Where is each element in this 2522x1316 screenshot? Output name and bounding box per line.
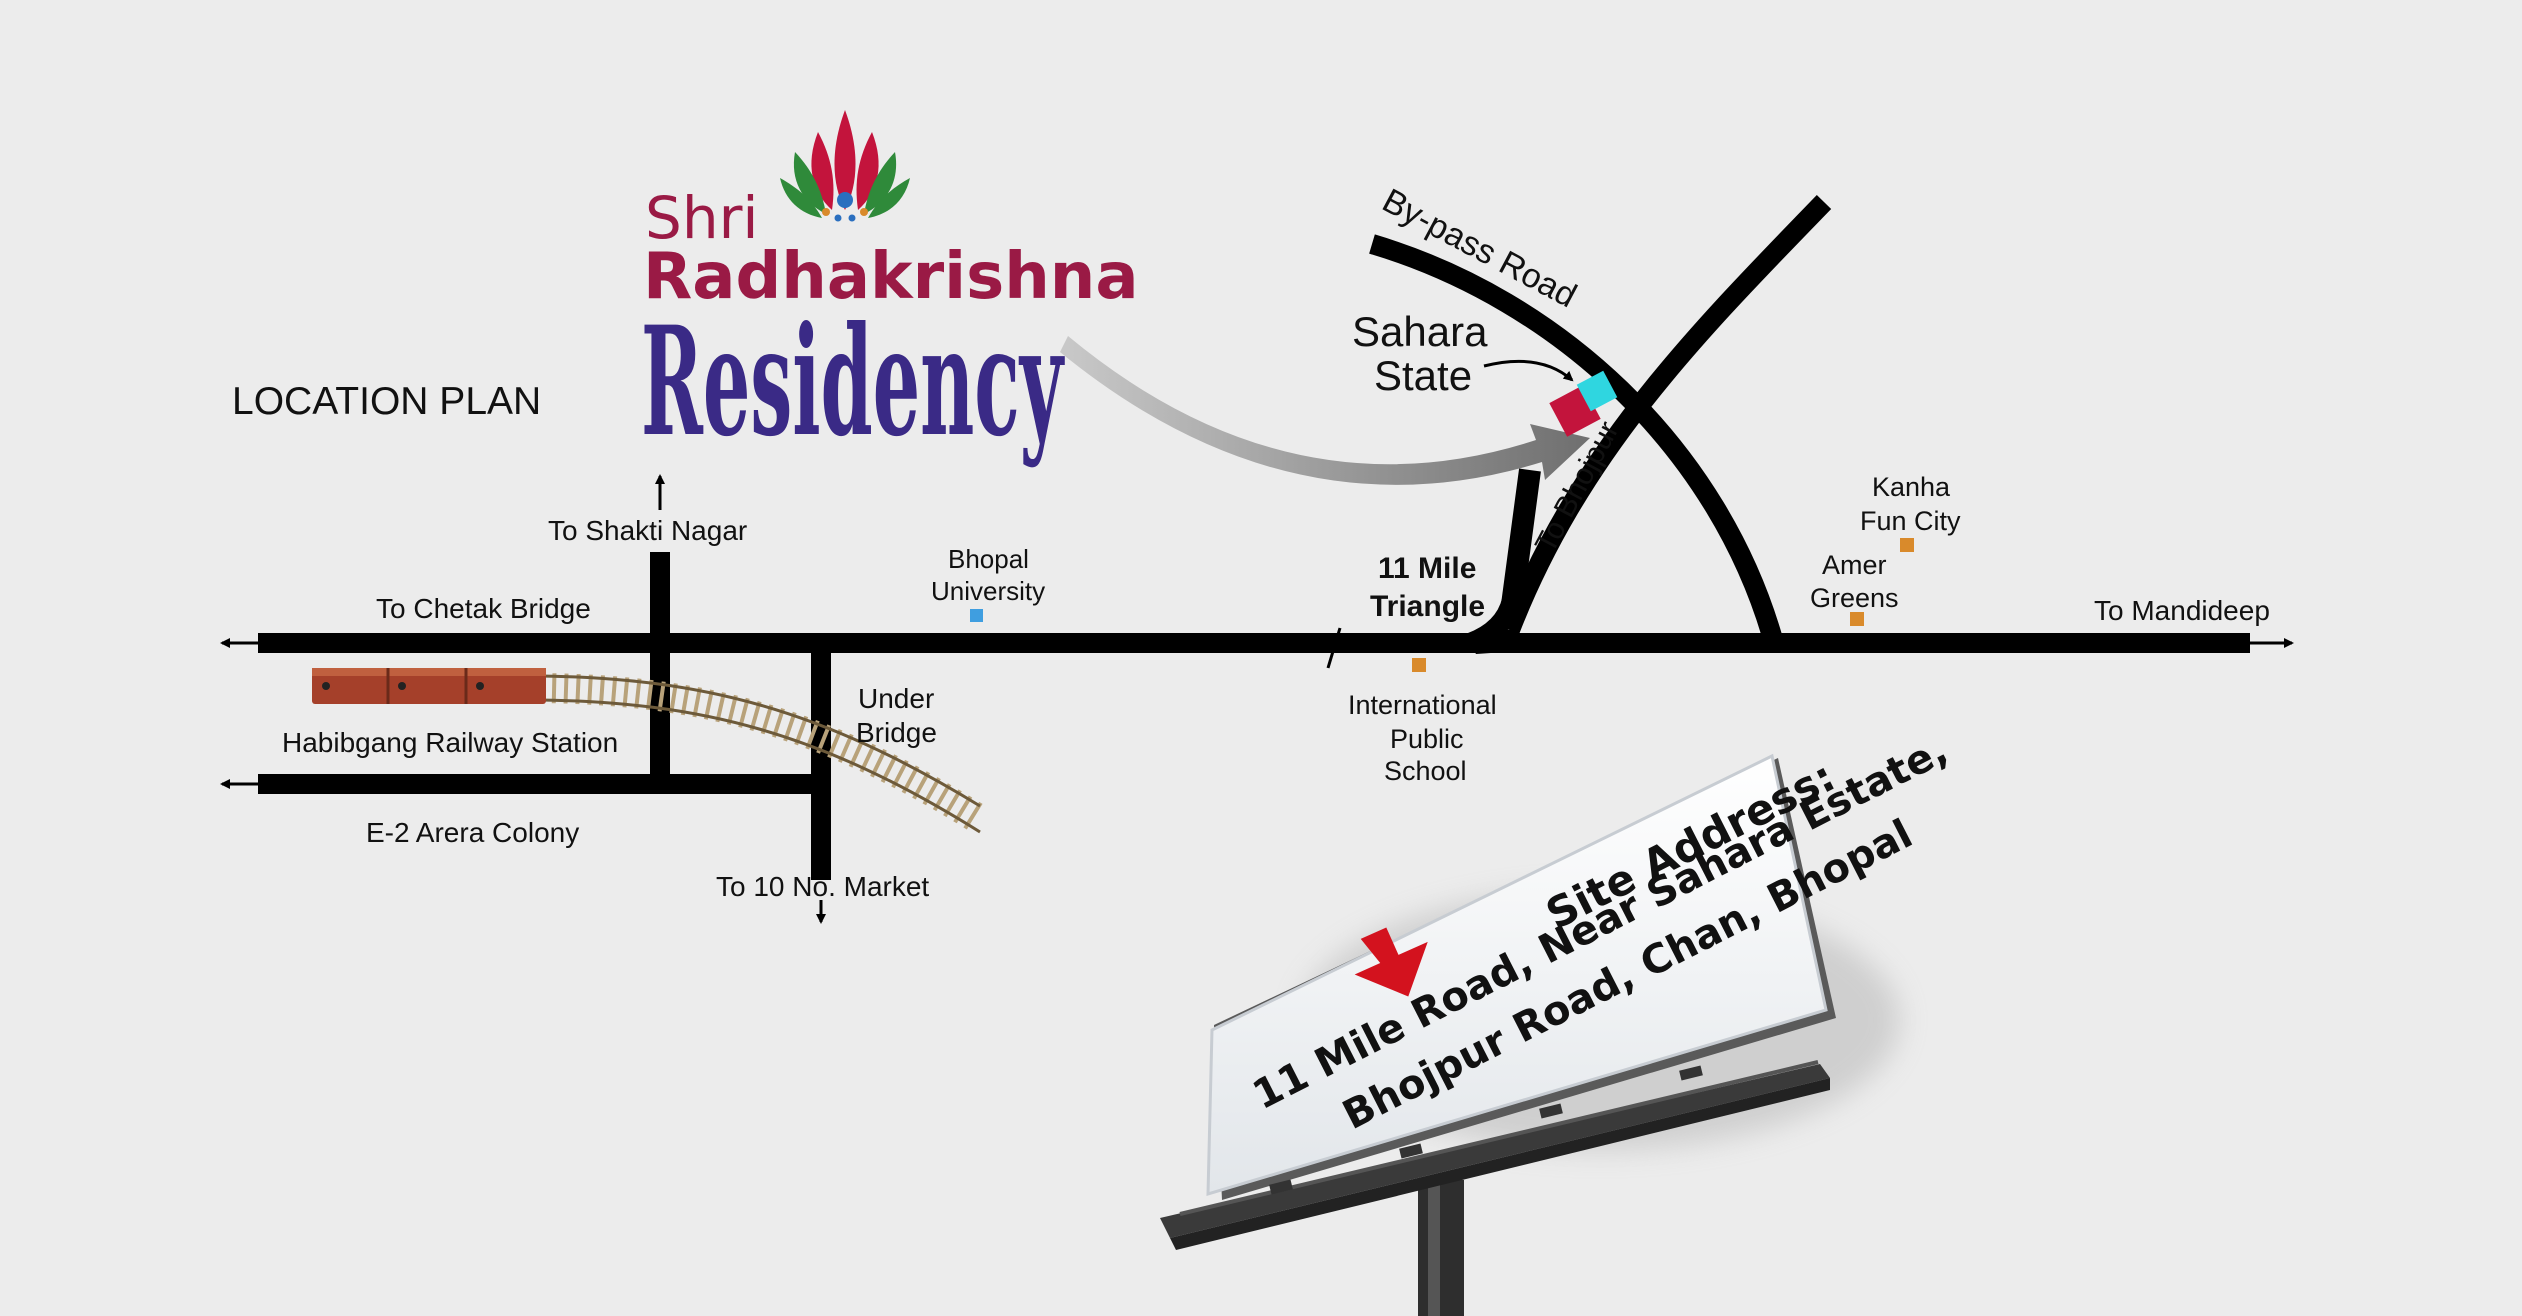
- university-label-1: Bhopal: [948, 544, 1029, 574]
- lotus-logo-icon: [780, 110, 910, 222]
- under-bridge-label-2: Bridge: [856, 717, 937, 748]
- university-marker-icon: [970, 609, 983, 622]
- logo-residency-text: Residency: [641, 294, 1065, 470]
- amer-marker-icon: [1850, 612, 1864, 626]
- train-icon: [312, 668, 546, 704]
- shakti-nagar-label: To Shakti Nagar: [548, 515, 747, 546]
- railway-track: [539, 673, 988, 834]
- under-bridge-label-1: Under: [858, 683, 934, 714]
- amer-label-2: Greens: [1810, 583, 1899, 613]
- bypass-road: [1369, 234, 1784, 646]
- school-label-1: International: [1348, 690, 1497, 720]
- diagonal-road: [1500, 195, 1832, 634]
- mandideep-label: To Mandideep: [2094, 595, 2270, 626]
- billboard: [1160, 753, 1900, 1316]
- kanha-label-2: Fun City: [1860, 506, 1961, 536]
- university-label-2: University: [931, 576, 1045, 606]
- e2-colony-label: E-2 Arera Colony: [366, 817, 579, 848]
- logo-radhakrishna-text: Radhakrishna: [643, 240, 1139, 314]
- triangle-label-1: 11 Mile: [1378, 552, 1476, 585]
- kanha-label-1: Kanha: [1872, 472, 1951, 502]
- logo-shri-text: Shri: [645, 184, 759, 252]
- chetak-bridge-label: To Chetak Bridge: [376, 593, 591, 624]
- market-label: To 10 No. Market: [716, 871, 929, 902]
- school-label-3: School: [1384, 756, 1467, 786]
- triangle-junction: [1466, 597, 1522, 653]
- map-title: LOCATION PLAN: [232, 380, 541, 423]
- railway-station-label: Habibgang Railway Station: [282, 727, 618, 758]
- sahara-label-1: Sahara: [1352, 308, 1488, 355]
- kanha-marker-icon: [1900, 538, 1914, 552]
- triangle-label-2: Triangle: [1370, 590, 1485, 623]
- school-label-2: Public: [1390, 724, 1464, 754]
- sahara-pointer-icon: [1483, 359, 1574, 382]
- road-break-mark: [1326, 627, 1342, 669]
- site-marker-icon: [1549, 370, 1618, 437]
- billboard-arrow-icon: [1354, 927, 1428, 997]
- pointer-arrow-icon: [1060, 336, 1590, 485]
- sahara-label-2: State: [1374, 352, 1472, 399]
- amer-label-1: Amer: [1822, 550, 1887, 580]
- school-marker-icon: [1412, 658, 1426, 672]
